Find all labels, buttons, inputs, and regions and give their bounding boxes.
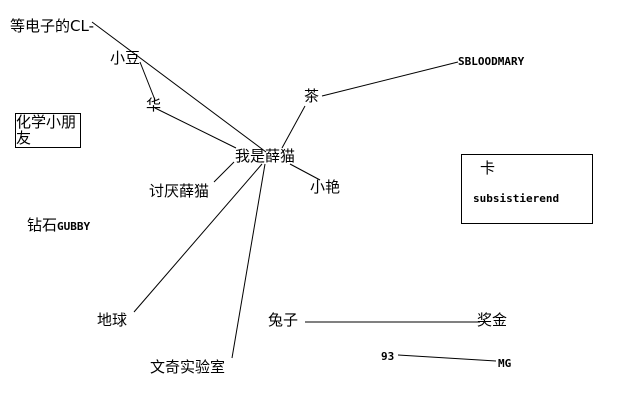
node-dengdianzi: 等电子的CL- xyxy=(10,17,94,35)
node-huaxue-box: 化学小朋 友 xyxy=(15,113,81,148)
node-ka-box: 卡 subsistierend xyxy=(461,154,593,224)
node-wenqi: 文奇实验室 xyxy=(150,358,226,376)
node-taoyan: 讨厌薛猫 xyxy=(149,182,210,200)
node-93: 93 xyxy=(381,350,395,363)
node-gubby-label: GUBBY xyxy=(57,220,91,233)
node-cha: 茶 xyxy=(304,87,320,105)
edge-cha-sbloodmary xyxy=(321,61,459,97)
node-mg: MG xyxy=(498,357,512,370)
edge-woshi-xiaoyan xyxy=(289,163,321,181)
edge-xiaodou-hua xyxy=(139,61,156,101)
node-dengdianzi-label: 等电子的CL- xyxy=(10,17,94,35)
node-tuzi: 兔子 xyxy=(268,311,299,329)
node-ka-label: 卡 xyxy=(480,159,496,177)
node-subsistierend-label: subsistierend xyxy=(473,192,560,205)
edge-woshi-diqiu xyxy=(133,163,263,313)
edge-93-mg xyxy=(397,354,497,362)
node-xiaodou: 小豆 xyxy=(110,49,141,67)
node-huaxue-line2: 友 xyxy=(16,129,32,147)
node-zuanshi-label: 钻石 xyxy=(27,216,58,234)
node-zuanshi: 钻石GUBBY xyxy=(27,216,90,236)
edge-hua-woshi xyxy=(154,107,237,149)
edge-dengdianzi-woshi xyxy=(91,21,267,153)
node-jiangjin: 奖金 xyxy=(477,311,508,329)
node-woshi: 我是薛猫 xyxy=(235,147,296,165)
edge-cha-woshi xyxy=(281,105,306,149)
edge-woshi-taoyan xyxy=(213,161,235,183)
node-xiaoyan: 小艳 xyxy=(310,178,341,196)
node-huaxue-line1: 化学小朋 xyxy=(16,113,77,131)
edge-woshi-wenqi xyxy=(231,163,266,359)
node-sbloodmary: SBLOODMARY xyxy=(458,55,525,68)
node-hua: 华 xyxy=(146,96,162,114)
node-diqiu: 地球 xyxy=(97,311,128,329)
